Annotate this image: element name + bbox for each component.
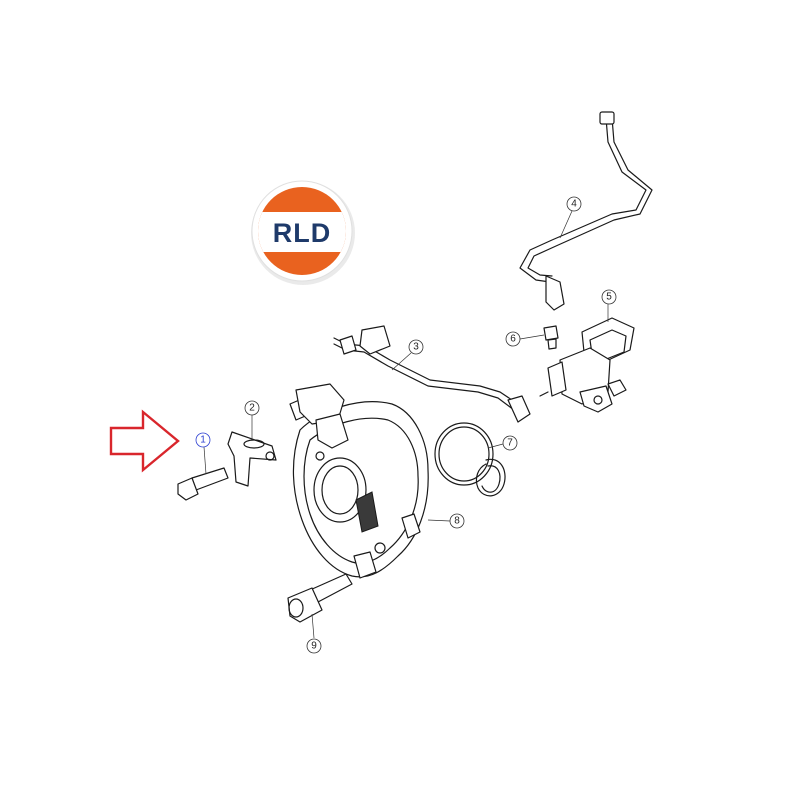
- arrow-right-icon: [109, 409, 180, 473]
- callout-7: 7: [502, 435, 518, 451]
- callout-4-label: 4: [571, 199, 577, 210]
- callout-6: 6: [505, 331, 521, 347]
- callout-2: 2: [244, 400, 260, 416]
- callout-9-label: 9: [311, 641, 317, 652]
- callout-8-label: 8: [454, 516, 460, 527]
- callout-2-label: 2: [249, 403, 255, 414]
- callout-6-label: 6: [510, 334, 516, 345]
- logo-text: RLD: [273, 218, 332, 248]
- callout-3: 3: [408, 339, 424, 355]
- callout-1-label: 1: [200, 435, 206, 446]
- callout-5: 5: [601, 289, 617, 305]
- callout-9: 9: [306, 638, 322, 654]
- callout-1: 1: [195, 432, 211, 448]
- callout-leaders: [203, 210, 609, 639]
- callout-5-label: 5: [606, 292, 612, 303]
- part-6-screw: [543, 325, 559, 350]
- part-3-sensor-line: [333, 325, 531, 423]
- callout-4: 4: [566, 196, 582, 212]
- callout-3-label: 3: [413, 342, 419, 353]
- part-2-bracket: [227, 431, 277, 487]
- part-5-solenoid-valve: [539, 317, 635, 413]
- callout-8: 8: [449, 513, 465, 529]
- part-1-bolt: [177, 467, 229, 501]
- part-4-hose: [519, 111, 653, 311]
- brand-logo: RLD: [251, 180, 355, 285]
- part-7-o-ring: [434, 422, 506, 497]
- part-9-pin: [287, 573, 353, 623]
- part-8-vacuum-pump: [289, 383, 429, 579]
- callout-7-label: 7: [507, 438, 513, 449]
